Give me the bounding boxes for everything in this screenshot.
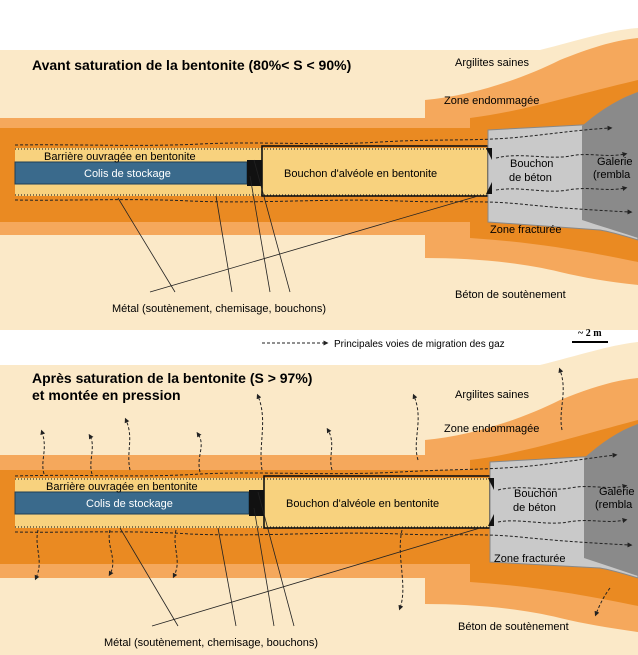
bottom-gas-path-upper [14,452,618,477]
top-label-argilites: Argilites saines [455,57,529,69]
top-metal-leader-4 [253,159,291,293]
top-label-barriere: Barrière ouvragée en bentonite [44,151,196,163]
top-label-bouchon-alveole: Bouchon d'alvéole en bentonite [284,168,437,180]
top-label-bouchon-beton-2: de béton [509,172,552,184]
bottom-label-galerie-1: Galerie [599,486,634,498]
top-label-galerie-2: (rembla [593,169,631,181]
top-metal-leader-3 [249,175,271,293]
bottom-metal-leader-4 [257,491,295,627]
top-label-zone-fracturee: Zone fracturée [490,224,562,236]
bottom-label-bouchon-beton-2: de béton [513,502,556,514]
bottom-label-colis: Colis de stockage [86,498,173,510]
bottom-gallery [584,424,638,576]
bottom-metal-plug [249,490,264,516]
bottom-gas-up-8 [558,367,564,431]
top-metal-leader-1 [117,197,176,293]
top-gas-path-upper [14,125,613,146]
bottom-label-beton-soutenement: Béton de soutènement [458,621,569,633]
bottom-metal-leader-3 [253,507,275,627]
top-label-metal: Métal (soutènement, chemisage, bouchons) [112,303,326,315]
top-junction-wedge-upper [486,148,492,160]
bottom-label-bouchon-beton-1: Bouchon [514,488,557,500]
top-gas-path-concrete-1 [495,152,628,159]
bottom-gas-up-4 [196,431,202,473]
top-label-bouchon-beton-1: Bouchon [510,158,553,170]
bottom-label-metal: Métal (soutènement, chemisage, bouchons) [104,637,318,649]
bottom-gas-path-concrete-2 [497,518,628,524]
bottom-label-zone-endommagee: Zone endommagée [444,423,539,435]
top-metal-leader-2 [215,195,233,293]
bottom-gas-up-2 [88,433,94,475]
bottom-gas-up-5 [256,393,264,471]
bottom-label-argilites: Argilites saines [455,389,529,401]
top-label-galerie-1: Galerie [597,156,632,168]
bottom-label-zone-fracturee: Zone fracturée [494,553,566,565]
bottom-gas-path-concrete-1 [497,484,628,491]
top-label-zone-endommagee: Zone endommagée [444,95,539,107]
bottom-title-line2: et montée en pression [32,387,181,403]
top-label-colis: Colis de stockage [84,168,171,180]
top-label-beton-soutenement: Béton de soutènement [455,289,566,301]
top-gas-path-lower [14,199,633,215]
bottom-gas-path-lower [14,531,633,548]
bottom-label-bouchon-alveole: Bouchon d'alvéole en bentonite [286,498,439,510]
bottom-metal-leader-5 [151,527,481,627]
bottom-metal-leader-1 [119,527,179,627]
bottom-gas-up-6 [326,427,333,471]
bottom-junction-wedge-lower [488,514,494,526]
bottom-gas-down-3 [172,529,178,579]
bottom-gas-up-7 [412,393,419,461]
legend: Principales voies de migration des gaz ~… [262,328,608,350]
scale-label: ~ 2 m [578,328,602,339]
bottom-junction-wedge-upper [488,478,494,490]
bottom-title-line1: Après saturation de la bentonite (S > 97… [32,370,312,386]
bottom-gas-up-3 [124,417,131,471]
bottom-gas-down-2 [108,529,114,577]
bottom-label-galerie-2: (rembla [595,499,633,511]
top-title: Avant saturation de la bentonite (80%< S… [32,57,351,73]
bottom-panel: Après saturation de la bentonite (S > 97… [0,342,638,655]
bottom-metal-leader-2 [217,527,237,627]
bottom-label-barriere: Barrière ouvragée en bentonite [46,481,198,493]
bottom-gas-down-4 [398,529,404,611]
top-panel: Avant saturation de la bentonite (80%< S… [0,28,638,330]
legend-migration-label: Principales voies de migration des gaz [334,339,505,350]
top-junction-wedge-lower [486,182,492,194]
top-gas-path-concrete-2 [495,186,628,192]
bottom-gas-down-5 [594,587,611,617]
top-metal-leader-5 [149,195,479,293]
